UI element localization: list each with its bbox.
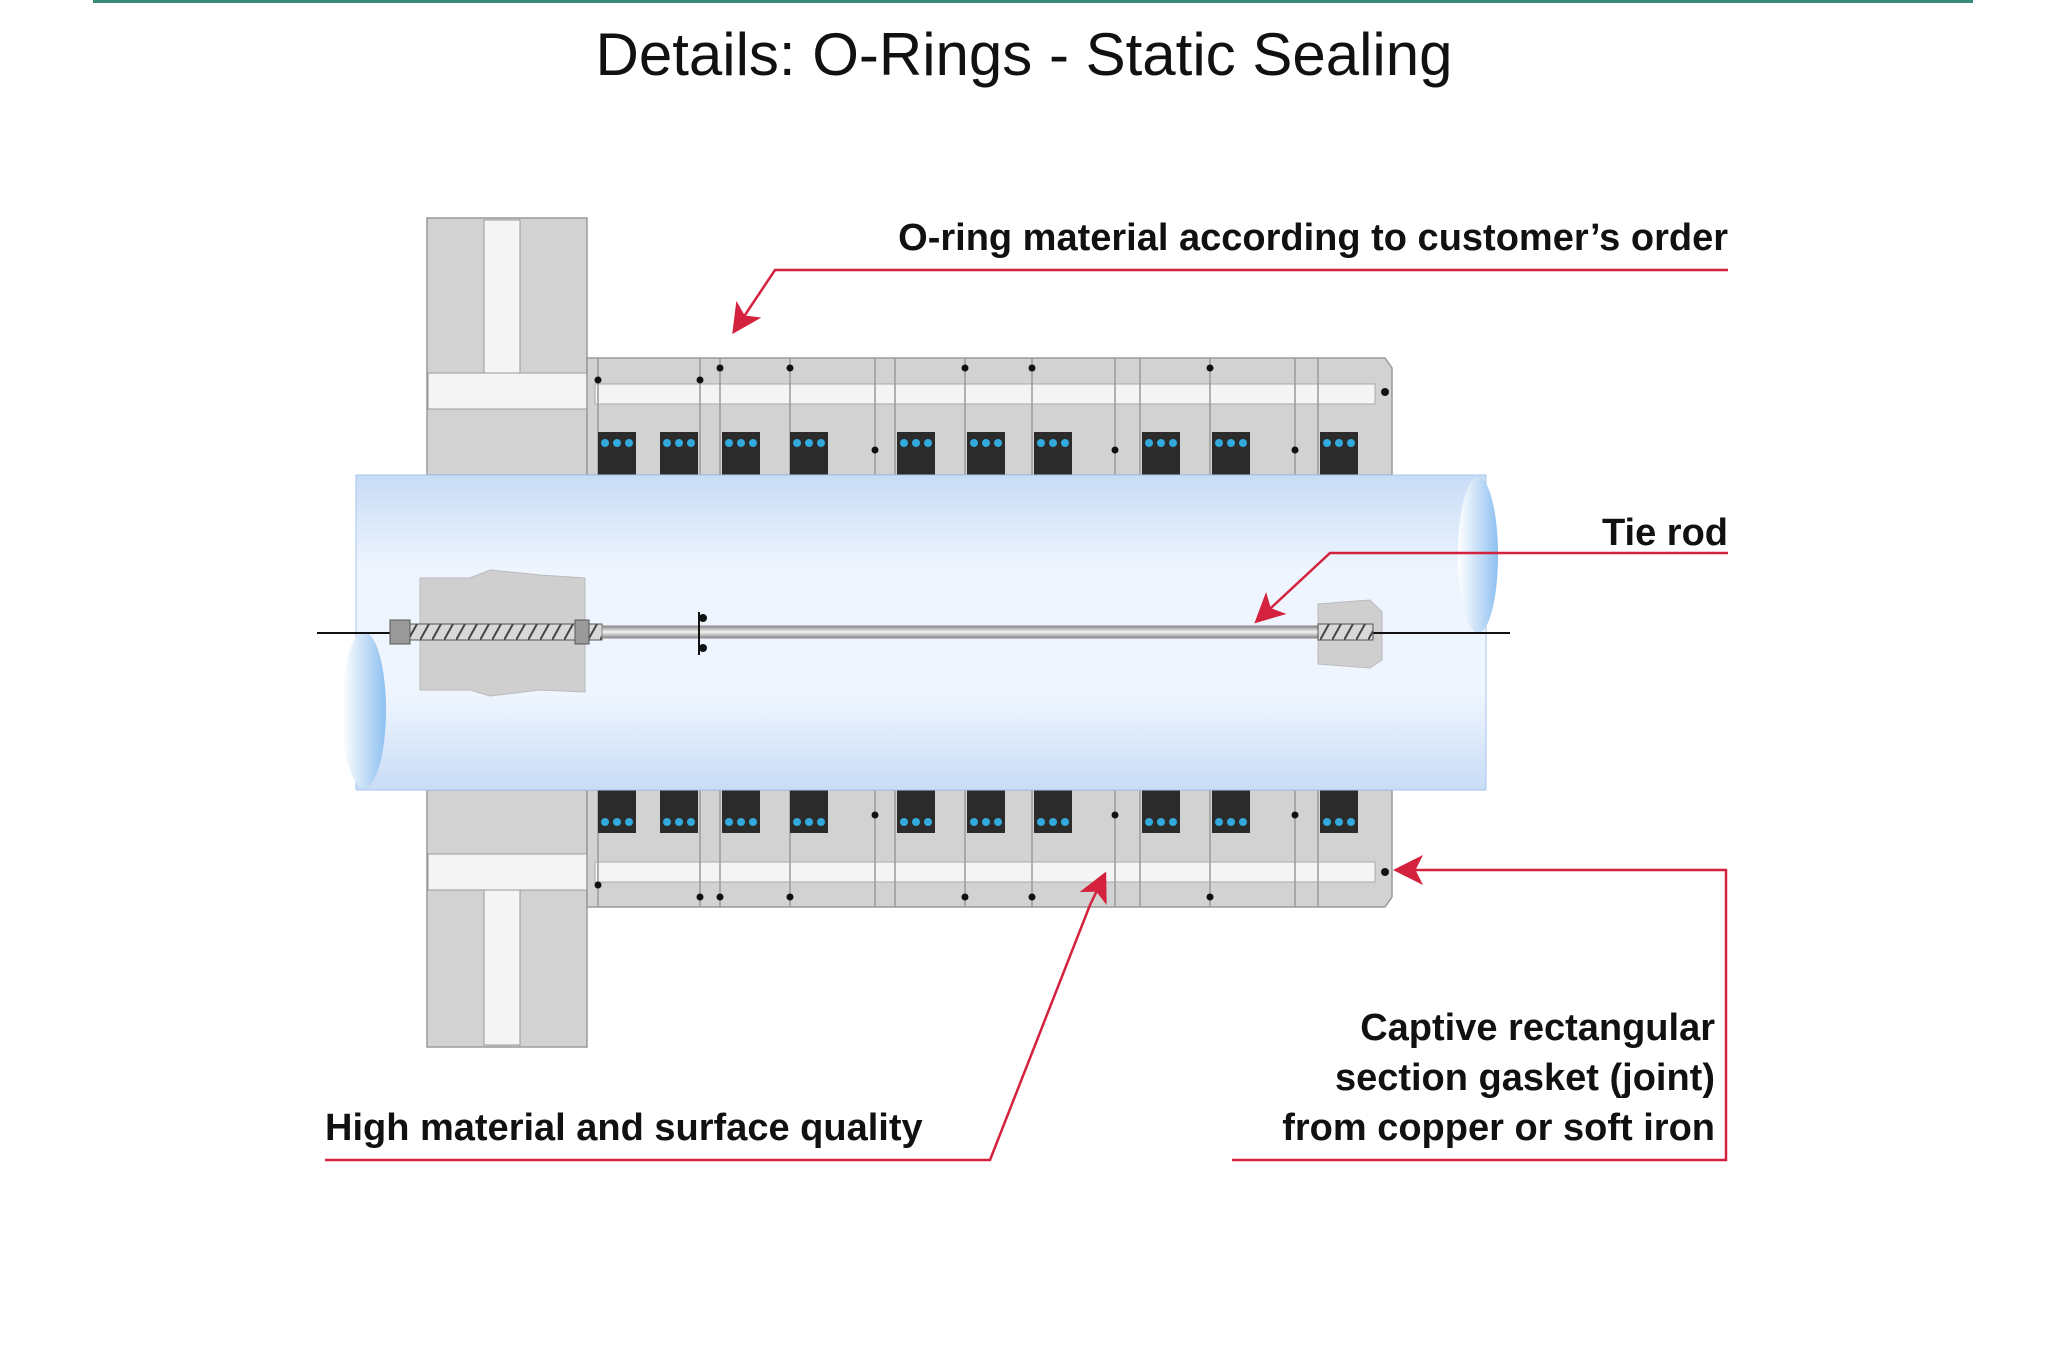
lower-o-rings xyxy=(601,818,1355,826)
callout-surface-quality xyxy=(325,871,1107,1162)
gasket-label: Captive rectangular section gasket (join… xyxy=(1150,1003,1715,1153)
tie-rod xyxy=(317,612,1510,655)
gasket-label-line-2: section gasket (joint) xyxy=(1334,1057,1715,1099)
o-ring-material-label: O-ring material according to customer’s … xyxy=(898,217,1728,259)
surface-quality-label: High material and surface quality xyxy=(325,1107,923,1149)
callout-gasket xyxy=(1232,855,1728,1162)
lower-housing xyxy=(586,789,1393,908)
upper-o-rings xyxy=(601,439,1355,447)
callout-lines xyxy=(325,268,1728,1162)
tie-rod-label: Tie rod xyxy=(1602,512,1728,554)
top-accent-rule xyxy=(93,0,1973,3)
flange xyxy=(426,217,599,1048)
gasket-label-line-1: Captive rectangular xyxy=(1360,1007,1715,1049)
gasket-label-line-3: from copper or soft iron xyxy=(1282,1107,1715,1149)
callout-tie-rod xyxy=(1254,551,1728,624)
callout-o-ring xyxy=(732,268,1728,335)
static-o-ring-dots xyxy=(594,364,1389,901)
page-title: Details: O-Rings - Static Sealing xyxy=(595,21,1453,88)
